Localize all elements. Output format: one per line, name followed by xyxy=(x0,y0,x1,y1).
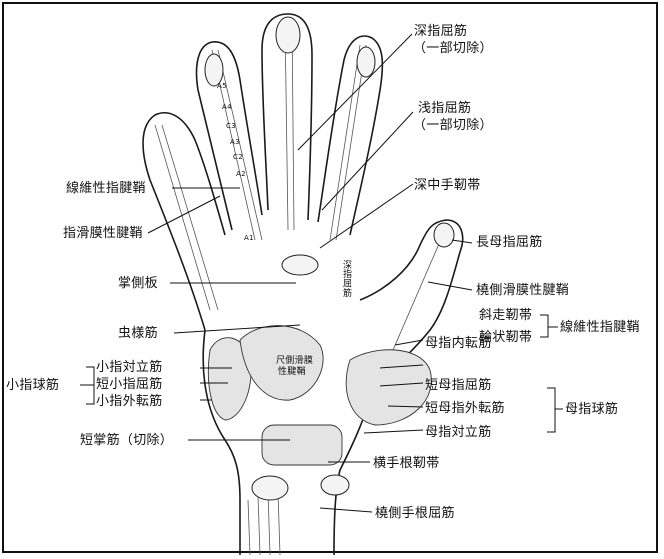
tendon-strokes xyxy=(155,20,445,555)
label-fds-partial-removal: （一部切除） xyxy=(413,118,493,133)
label-flexor-carpi-radialis: 橈側手根屈筋 xyxy=(375,506,455,521)
label-abductor-pollicis-brevis: 短母指外転筋 xyxy=(425,401,505,416)
label-hypothenar-muscles: 小指球筋 xyxy=(6,378,59,393)
label-fdp-partial-removal: （一部切除） xyxy=(413,41,493,56)
label-digital-synovial-sheath: 指滑膜性腱鞘 xyxy=(63,226,143,241)
label-flexor-pollicis-longus: 長母指屈筋 xyxy=(476,235,543,250)
annular-mark-a3: A3 xyxy=(230,138,240,146)
label-flexor-digitorum-superficialis: 浅指屈筋 xyxy=(418,101,471,116)
label-radial-synovial-sheath: 橈側滑膜性腱鞘 xyxy=(476,283,569,298)
annular-mark-a1: A1 xyxy=(244,234,254,242)
annular-mark-c2: C2 xyxy=(233,153,243,161)
label-adductor-pollicis: 母指内転筋 xyxy=(425,336,492,351)
label-palmaris-brevis-cut: 短掌筋（切除） xyxy=(80,433,173,448)
label-lumbricals: 虫様筋 xyxy=(118,326,158,341)
label-oblique-ligament: 斜走靭帯 xyxy=(479,308,532,323)
label-abductor-digiti-minimi: 小指外転筋 xyxy=(96,394,163,409)
annular-mark-a2: A2 xyxy=(236,170,246,178)
label-palmar-plate: 掌側板 xyxy=(118,276,158,291)
label-flexor-digitorum-profundus: 深指屈筋 xyxy=(414,24,467,39)
hand-outline xyxy=(143,14,463,555)
label-transverse-carpal-ligament: 横手根靭帯 xyxy=(373,456,440,471)
label-opponens-pollicis: 母指対立筋 xyxy=(425,425,492,440)
label-deep-midpalmar-ligament: 深中手靭帯 xyxy=(414,178,481,193)
label-ulnar-bursa-line1: 尺側滑膜 xyxy=(276,356,313,366)
label-flexor-digiti-minimi-brevis: 短小指屈筋 xyxy=(96,377,163,392)
annular-mark-c3: C3 xyxy=(226,122,236,130)
annular-mark-a4: A4 xyxy=(222,103,232,111)
label-deep-flexor-vertical: 深指屈筋 xyxy=(341,260,351,297)
label-opponens-digiti-minimi: 小指対立筋 xyxy=(96,360,163,375)
label-thenar-muscles: 母指球筋 xyxy=(565,402,618,417)
label-flexor-pollicis-brevis: 短母指屈筋 xyxy=(425,378,492,393)
label-ulnar-bursa-line2: 性腱鞘 xyxy=(278,367,306,377)
muscle-masses xyxy=(208,326,431,465)
label-fibrous-digital-sheath-right: 線維性指腱鞘 xyxy=(560,320,640,335)
annular-mark-a5: A5 xyxy=(217,82,227,90)
label-fibrous-digital-sheath-left: 線維性指腱鞘 xyxy=(66,181,146,196)
